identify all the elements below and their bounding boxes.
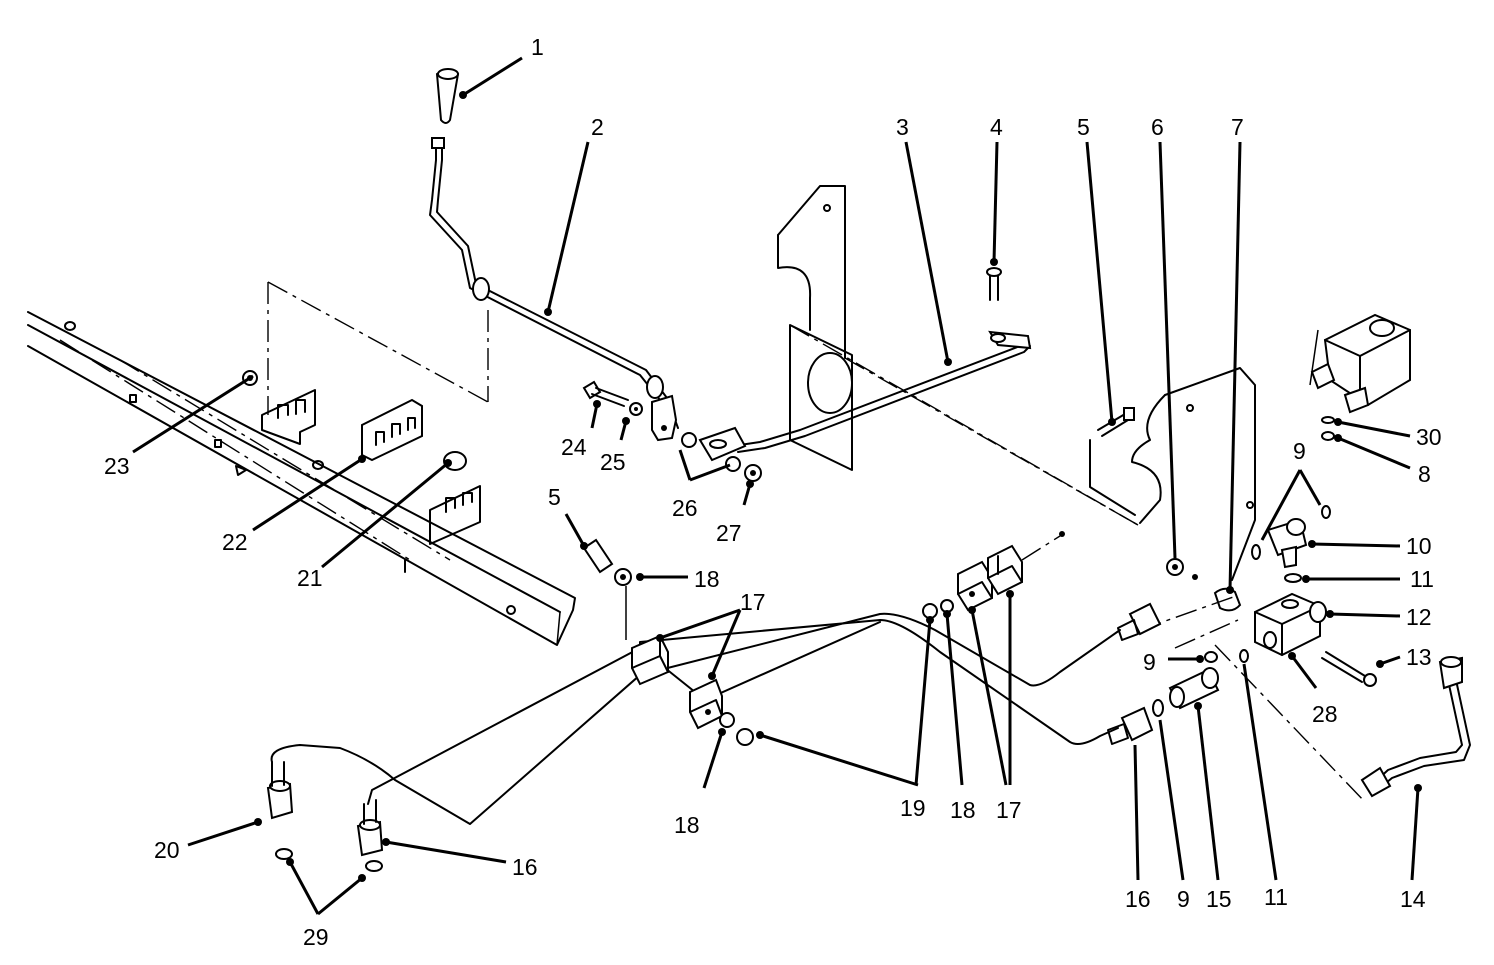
fitting-20: [266, 761, 294, 820]
callout-1: 1: [531, 34, 544, 60]
callout-28: 28: [1312, 701, 1338, 727]
mount-bracket-lower: [404, 485, 481, 573]
callout-9-bottom: 9: [1177, 886, 1190, 912]
nut-6: [1166, 558, 1198, 580]
callout-7: 7: [1231, 114, 1244, 140]
fitting-16-upper: [1117, 602, 1162, 641]
callout-16-left: 16: [512, 854, 538, 880]
callout-23: 23: [104, 453, 130, 479]
tube-14: [1360, 656, 1471, 798]
control-rod-3: [698, 330, 1032, 462]
shift-lever-2: [429, 137, 679, 442]
callout-18-left: 18: [674, 812, 700, 838]
fitting-16-right: [1107, 706, 1154, 745]
o-ring-11-upper: [1284, 573, 1302, 583]
callout-21: 21: [297, 565, 323, 591]
clip-17-a: [631, 634, 669, 686]
nut-27: [744, 464, 762, 482]
callout-16-right: 16: [1125, 886, 1151, 912]
side-bracket: [1089, 367, 1256, 581]
callout-18-right: 18: [950, 797, 976, 823]
callout-14: 14: [1400, 886, 1426, 912]
clip-17-b: [689, 678, 723, 730]
clip-17-d: [987, 531, 1065, 596]
washer-18-a: [614, 568, 632, 586]
o-ring-8: [1321, 431, 1335, 441]
valve-body: [1309, 313, 1411, 414]
bolt-24: [582, 380, 629, 407]
callout-5-upper: 5: [1077, 114, 1090, 140]
nut-19-a: [736, 728, 754, 746]
callout-20: 20: [154, 837, 180, 863]
callout-9-upper: 9: [1293, 438, 1306, 464]
callout-25: 25: [600, 449, 626, 475]
callout-15: 15: [1206, 886, 1232, 912]
bolt-4: [986, 258, 1002, 301]
callout-11-bottom: 11: [1264, 884, 1288, 910]
callout-labels: 1 2 3 4 5 6 7 5 9 10 11 12 13 14 15 16 9…: [104, 34, 1442, 950]
callout-4: 4: [990, 114, 1003, 140]
lever-knob-1: [435, 68, 460, 124]
callout-2: 2: [591, 114, 604, 140]
washer-18-b: [719, 712, 735, 728]
callout-24: 24: [561, 434, 587, 460]
washer-25: [629, 402, 643, 416]
o-ring-30: [1321, 416, 1335, 424]
callout-26: 26: [672, 495, 698, 521]
callout-3: 3: [896, 114, 909, 140]
callout-19: 19: [900, 795, 926, 821]
callout-11-right: 11: [1410, 566, 1434, 592]
fitting-16-left: [356, 799, 384, 857]
callout-18-top: 18: [694, 566, 720, 592]
callout-13: 13: [1406, 644, 1432, 670]
elbow-fitting-10: [1266, 518, 1308, 569]
callout-17-right: 17: [996, 797, 1022, 823]
callout-9-mid: 9: [1143, 649, 1156, 675]
leader-lines: [132, 56, 1422, 916]
brake-line-a: [270, 612, 1121, 825]
bolt-5-lower: [582, 538, 614, 574]
callout-17-left: 17: [740, 589, 766, 615]
callout-27: 27: [716, 520, 742, 546]
swivel-fitting-15: [1168, 667, 1220, 710]
mounting-plate: [777, 185, 1139, 526]
callout-5-lower: 5: [548, 484, 561, 510]
o-ring-29: [275, 848, 383, 872]
callout-29: 29: [303, 924, 329, 950]
callout-12: 12: [1406, 604, 1432, 630]
tee-block-12: [1254, 592, 1327, 657]
callout-10: 10: [1406, 533, 1432, 559]
callout-22: 22: [222, 529, 248, 555]
clip-17-c: [957, 560, 993, 612]
washer-26: [681, 432, 741, 472]
o-ring-9-upper: [1251, 505, 1331, 560]
bolt-13: [1321, 651, 1377, 687]
callout-30: 30: [1416, 424, 1442, 450]
slotted-plate-22: [361, 398, 423, 462]
callout-8: 8: [1418, 461, 1431, 487]
frame-rail: [27, 311, 576, 646]
o-ring-9-lower: [1204, 651, 1218, 663]
o-ring-9-bottom: [1152, 699, 1164, 717]
callout-6: 6: [1151, 114, 1164, 140]
mount-bracket-upper: [261, 389, 316, 445]
o-ring-11-lower: [1239, 649, 1249, 663]
